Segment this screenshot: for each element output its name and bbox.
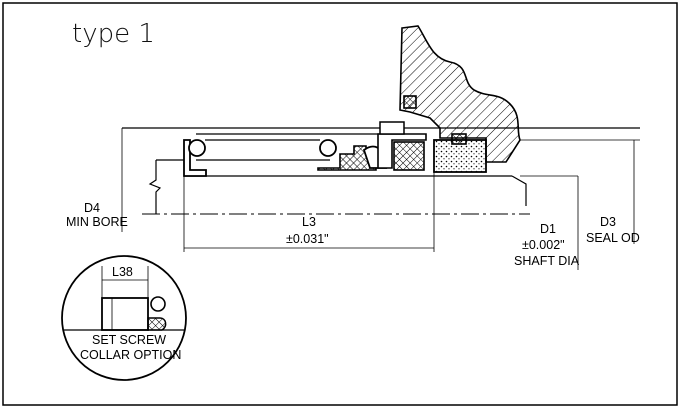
rotating-face bbox=[393, 141, 425, 171]
d1-label: D1 bbox=[540, 222, 556, 236]
spring-coil-right bbox=[319, 139, 337, 157]
l38-label: L38 bbox=[112, 265, 133, 279]
l3-label: L3 bbox=[302, 215, 316, 229]
seat-o-ring bbox=[451, 133, 467, 145]
break-line bbox=[148, 160, 162, 214]
set-screw-collar-detail bbox=[61, 255, 187, 381]
face-holder bbox=[379, 121, 405, 135]
seal-body bbox=[317, 145, 377, 171]
seal-od-label: SEAL OD bbox=[586, 231, 640, 245]
d4-label: D4 bbox=[84, 201, 100, 215]
stationary-seat bbox=[433, 139, 487, 173]
d1-tolerance: ±0.002" bbox=[522, 238, 565, 252]
spring-coil-left bbox=[188, 139, 206, 157]
set-screw-label: SET SCREW bbox=[92, 333, 166, 347]
min-bore-label: MIN BORE bbox=[66, 215, 128, 229]
shaft-end bbox=[511, 175, 527, 206]
collar-option-label: COLLAR OPTION bbox=[80, 348, 181, 362]
d3-label: D3 bbox=[600, 215, 616, 229]
diagram-title: type 1 bbox=[72, 19, 155, 49]
housing-o-ring bbox=[403, 95, 417, 109]
shaft-dia-label: SHAFT DIA bbox=[514, 254, 580, 268]
drive-band bbox=[377, 133, 427, 169]
l3-tolerance: ±0.031" bbox=[286, 232, 329, 246]
